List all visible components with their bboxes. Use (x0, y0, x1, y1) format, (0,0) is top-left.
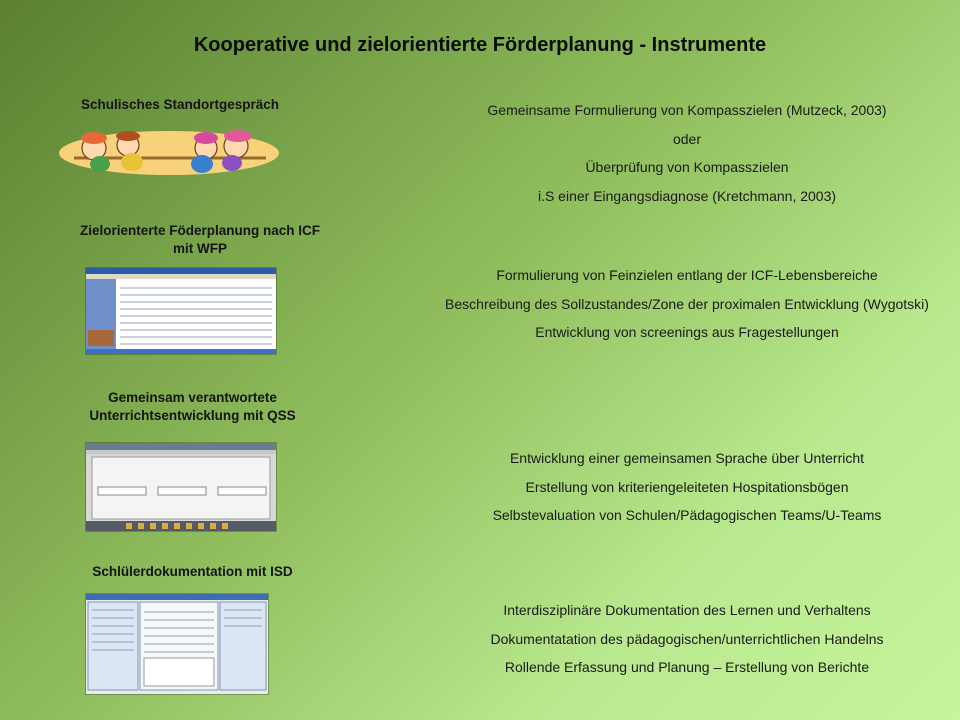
heading-isd: Schlülerdokumentation mit ISD (92, 564, 293, 579)
desc-line: Entwicklung von screenings aus Fragestel… (535, 324, 839, 340)
desc-line: Entwicklung einer gemeinsamen Sprache üb… (509, 450, 865, 466)
heading-icf: Zielorienterte Föderplanung nach ICF mit… (79, 223, 321, 256)
desc-standortgespraech: Gemeinsame Formulierung von Kompassziele… (337, 96, 960, 210)
desc-line: Dokumentatation des pädagogischen/unterr… (490, 630, 884, 647)
isd-screenshot (86, 594, 268, 694)
desc-isd: Interdisziplinäre Dokumentation des Lern… (337, 596, 960, 682)
desc-line: Gemeinsame Formulierung von Kompassziele… (487, 102, 887, 118)
heading-standortgespraech: Schulisches Standortgespräch (80, 97, 280, 112)
wfp-screenshot (86, 268, 276, 354)
page-title: Kooperative und zielorientierte Förderpl… (193, 34, 767, 56)
heading-qss: Gemeinsam verantwortete Unterrichtsentwi… (89, 390, 296, 423)
qss-screenshot (86, 443, 276, 531)
desc-line: Beschreibung des Sollzustandes/Zone der … (445, 295, 929, 312)
desc-line: oder (672, 130, 702, 147)
desc-line: Selbstevaluation von Schulen/Pädagogisch… (492, 507, 882, 523)
desc-line: Formulierung von Feinzielen entlang der … (496, 267, 878, 283)
desc-line: Interdisziplinäre Dokumentation des Lern… (503, 602, 871, 618)
desc-qss: Entwicklung einer gemeinsamen Sprache üb… (337, 444, 960, 530)
desc-line: Erstellung von kriteriengeleiteten Hospi… (525, 478, 849, 495)
tug-of-war-cartoon (56, 128, 282, 178)
desc-line: Überprüfung von Kompasszielen (585, 159, 789, 175)
desc-icf: Formulierung von Feinzielen entlang der … (337, 261, 960, 347)
desc-line: i.S einer Eingangsdiagnose (Kretchmann, … (537, 187, 837, 204)
desc-line: Rollende Erfassung und Planung – Erstell… (504, 659, 870, 675)
